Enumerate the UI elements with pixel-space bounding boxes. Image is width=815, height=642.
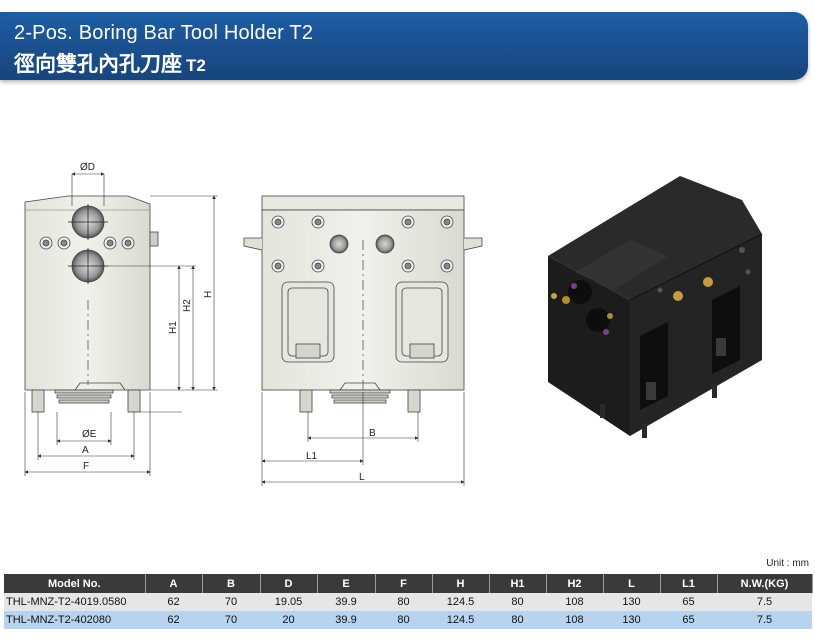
cell: 65 [660,593,717,611]
label-a: A [82,445,89,456]
cell: 130 [603,611,660,629]
col-model: Model No. [4,574,146,593]
side-dimensions [261,392,465,486]
col-h2: H2 [546,574,604,593]
cell: 124.5 [432,611,489,629]
col-b: B [202,574,261,593]
title-chinese-model: T2 [186,56,206,75]
cell: 7.5 [717,611,812,629]
technical-drawing: ØD ØE A F H H2 H1 B L1 L [24,162,763,486]
cell: 65 [660,611,717,629]
label-h1: H1 [168,321,179,334]
label-od: ØD [80,162,95,173]
cell: 108 [546,593,603,611]
cell: 19.05 [260,593,317,611]
label-f: F [83,461,89,472]
dimension-labels: ØD ØE A F H H2 H1 B L1 L [80,162,376,483]
front-dimensions [24,172,218,476]
cell: 39.9 [317,611,375,629]
cell: 80 [489,593,546,611]
product-render [548,176,763,438]
col-l: L [603,574,661,593]
label-b: B [369,428,376,439]
cell: 124.5 [432,593,489,611]
col-a: A [145,574,203,593]
title-chinese-text: 徑向雙孔內孔刀座 [14,53,182,76]
cell: 39.9 [317,593,375,611]
cell: THL-MNZ-T2-402080 [4,611,145,629]
cell: 130 [603,593,660,611]
cell: 20 [260,611,317,629]
spec-table: Model No. A B D E F H H1 H2 L L1 N.W.(KG… [4,574,813,629]
title-english: 2-Pos. Boring Bar Tool Holder T2 [14,22,314,44]
label-l1: L1 [306,451,318,462]
cell: 80 [375,611,432,629]
col-nw: N.W.(KG) [717,574,813,593]
table-row: THL-MNZ-T2-402080 62 70 20 39.9 80 124.5… [4,611,812,629]
unit-label: Unit : mm [766,558,809,569]
col-f: F [375,574,433,593]
cell: 108 [546,611,603,629]
table-header-row: Model No. A B D E F H H1 H2 L L1 N.W.(KG… [4,574,813,593]
title-banner: 2-Pos. Boring Bar Tool Holder T2 徑向雙孔內孔刀… [0,12,808,80]
cell: 80 [489,611,546,629]
label-h2: H2 [182,299,193,312]
label-oe: ØE [82,429,97,440]
cell: 62 [145,593,202,611]
col-e: E [317,574,376,593]
cell: 80 [375,593,432,611]
cell: 70 [202,611,260,629]
cell: 70 [202,593,260,611]
cell: 7.5 [717,593,812,611]
front-view [24,195,159,413]
side-view [243,195,483,413]
cell: THL-MNZ-T2-4019.0580 [4,593,145,611]
label-h: H [203,291,214,298]
cell: 62 [145,611,202,629]
col-h: H [432,574,490,593]
col-l1: L1 [660,574,718,593]
col-h1: H1 [489,574,547,593]
label-l: L [359,472,365,483]
col-d: D [260,574,318,593]
table-row: THL-MNZ-T2-4019.0580 62 70 19.05 39.9 80… [4,593,812,611]
